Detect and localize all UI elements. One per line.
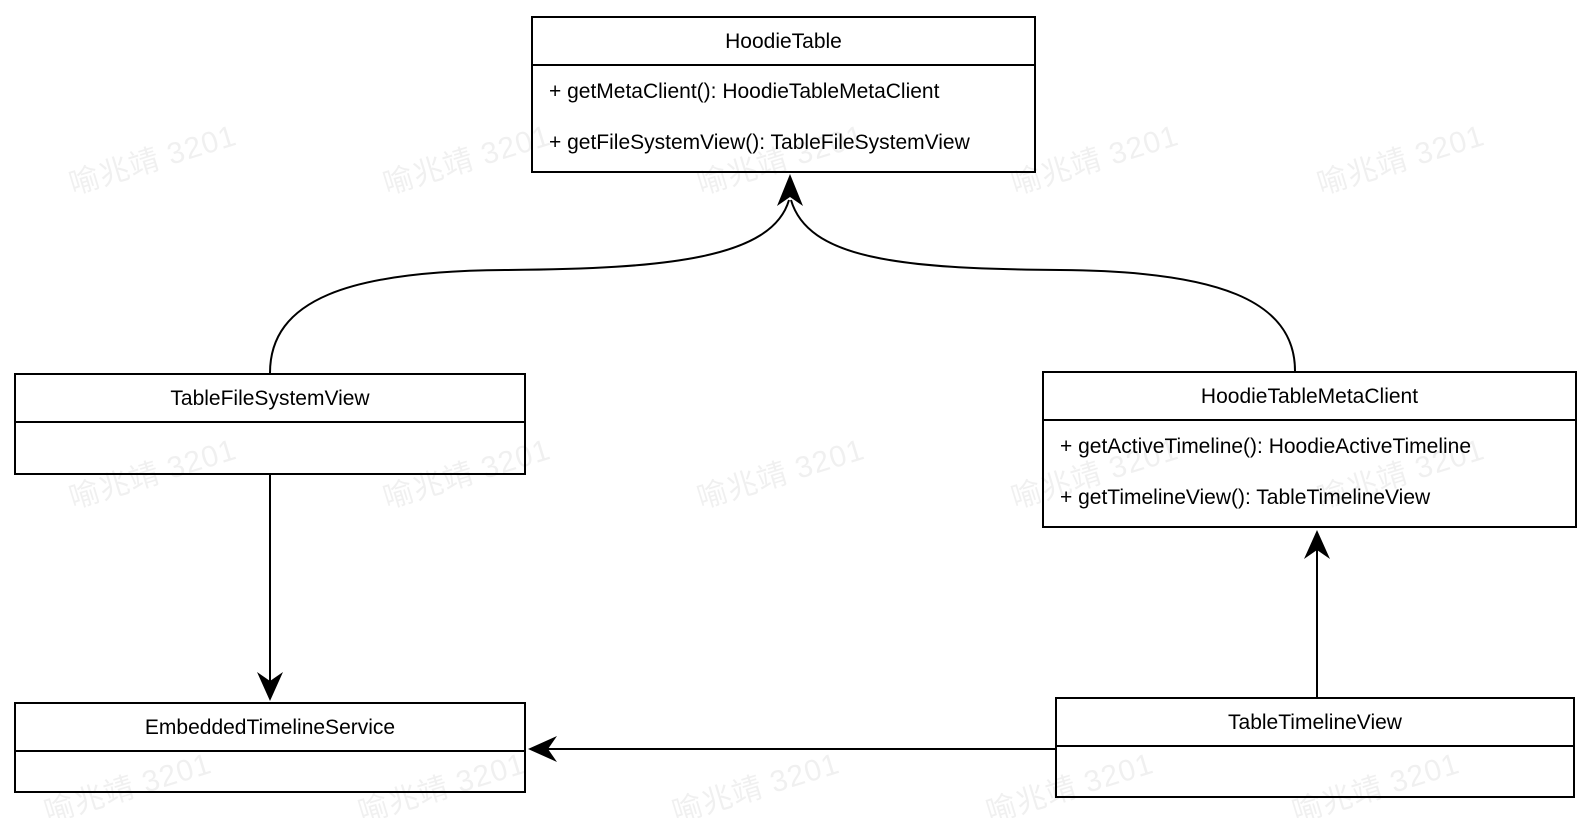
class-title-tabletimelineview: TableTimelineView [1057, 699, 1573, 747]
class-box-tabletimelineview: TableTimelineView [1055, 697, 1575, 798]
arrowhead-up-hoodietablemetaclient [1304, 530, 1330, 559]
method-getmetaclient: + getMetaClient(): HoodieTableMetaClient [549, 79, 940, 103]
class-body-hoodietablemetaclient: + getActiveTimeline(): HoodieActiveTimel… [1044, 421, 1575, 524]
class-box-hoodietable: HoodieTable + getMetaClient(): HoodieTab… [531, 16, 1036, 173]
class-title-embeddedtimelineservice: EmbeddedTimelineService [16, 704, 524, 752]
class-body-tabletimelineview [1057, 747, 1573, 794]
class-box-tablefilesystemview: TableFileSystemView [14, 373, 526, 475]
arrow-tablefilesystemview-to-hoodietable [269, 199, 790, 374]
arrowhead-down-embeddedtimelineservice [257, 672, 283, 701]
class-title-tablefilesystemview: TableFileSystemView [16, 375, 524, 423]
class-title-hoodietablemetaclient: HoodieTableMetaClient [1044, 373, 1575, 421]
class-box-hoodietablemetaclient: HoodieTableMetaClient + getActiveTimelin… [1042, 371, 1577, 528]
class-body-embeddedtimelineservice [16, 752, 524, 789]
class-box-embeddedtimelineservice: EmbeddedTimelineService [14, 702, 526, 793]
arrowhead-left-embeddedtimelineservice [528, 736, 557, 762]
method-gettimelineview: + getTimelineView(): TableTimelineView [1060, 486, 1431, 510]
class-body-tablefilesystemview [16, 423, 524, 471]
class-body-hoodietable: + getMetaClient(): HoodieTableMetaClient… [533, 66, 1034, 169]
method-getfilesystemview: + getFileSystemView(): TableFileSystemVi… [549, 131, 970, 155]
arrow-hoodietablemetaclient-to-hoodietable [790, 199, 1296, 372]
arrowhead-up-hoodietable [777, 174, 803, 206]
method-getactivetimeline: + getActiveTimeline(): HoodieActiveTimel… [1060, 434, 1472, 458]
class-title-hoodietable: HoodieTable [533, 18, 1034, 66]
